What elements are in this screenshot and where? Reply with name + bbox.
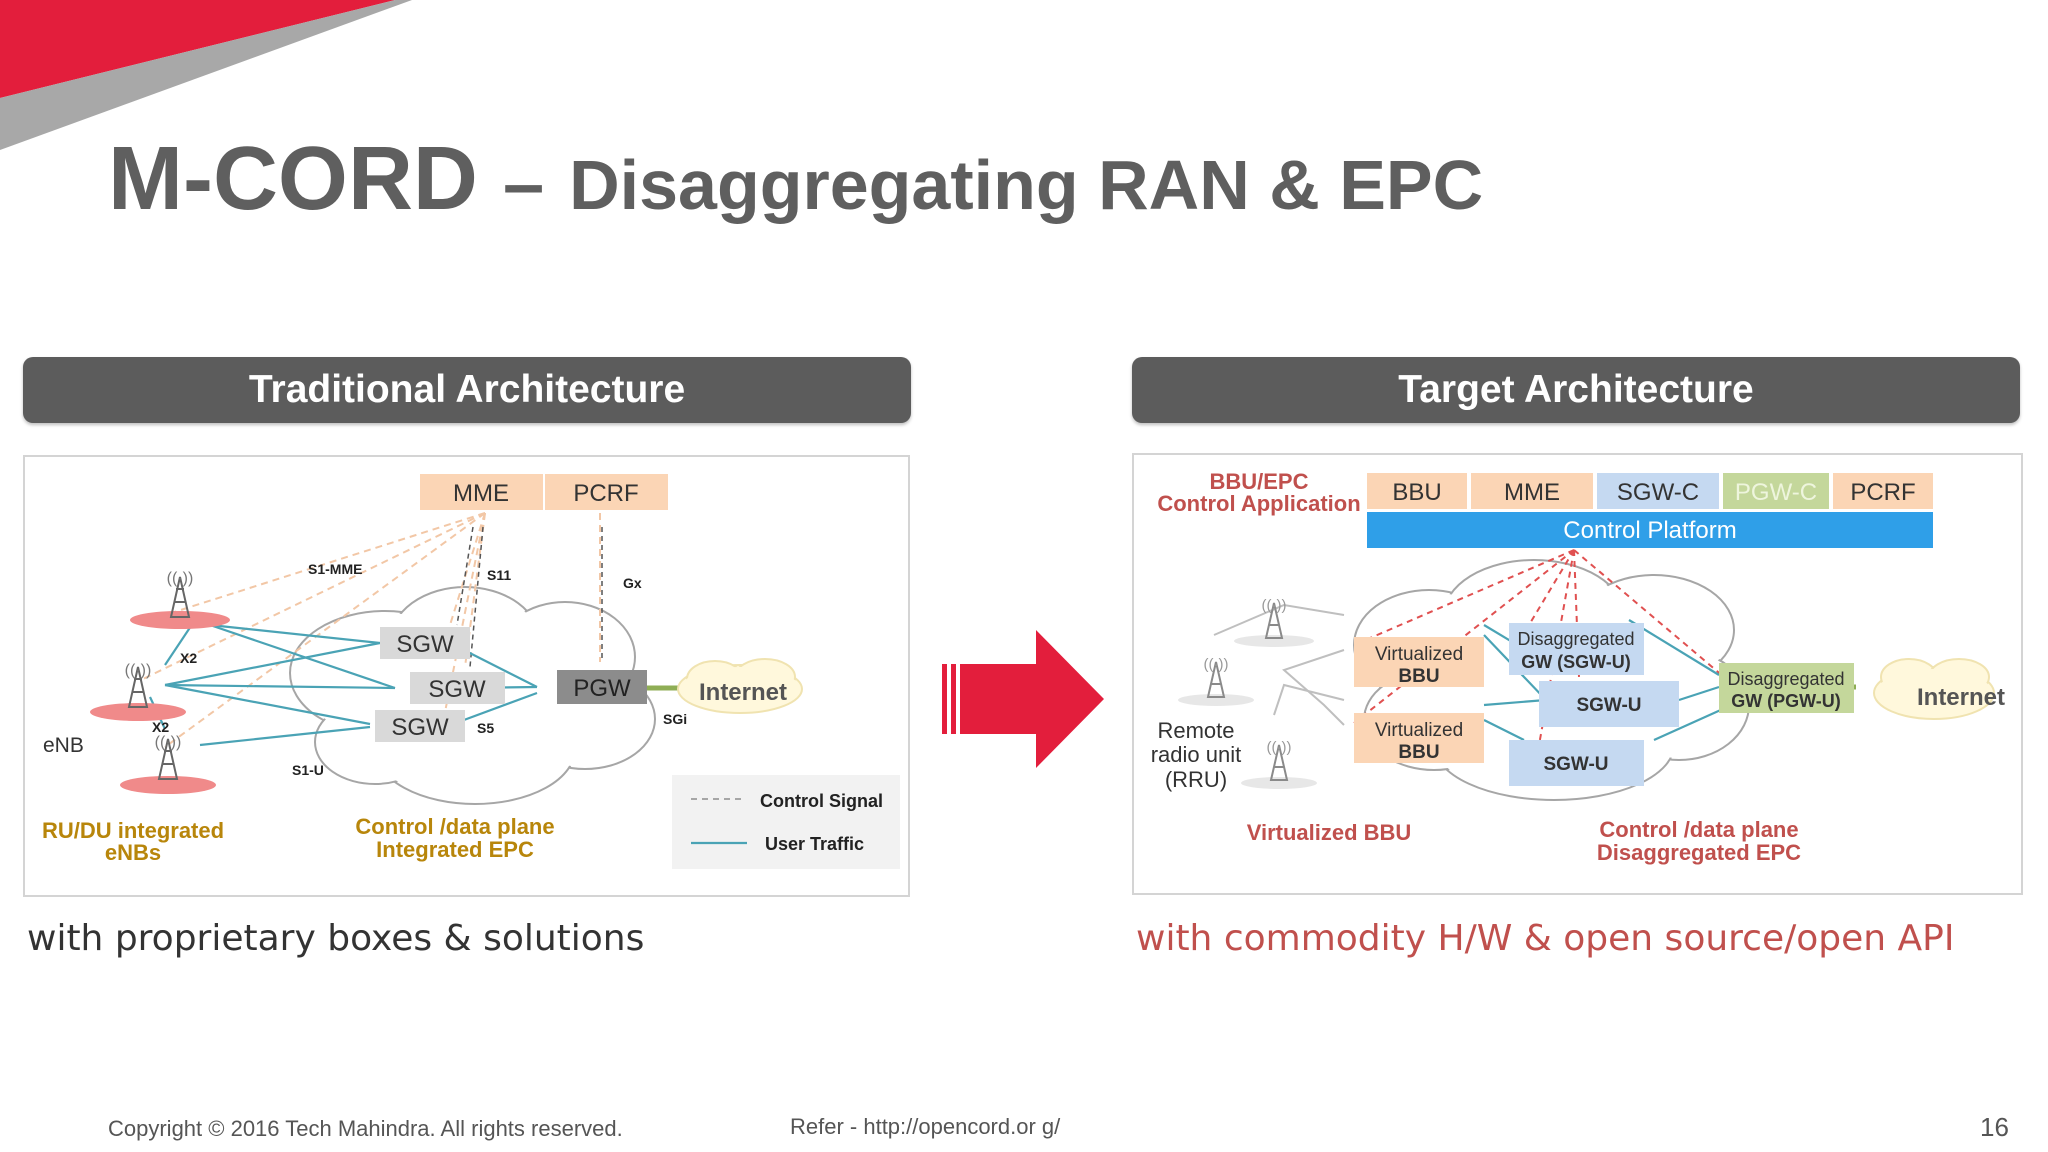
sgw-u-label-1: SGW-U [1576, 695, 1641, 716]
disaggregated-epc-label-1: Control /data plane [1599, 817, 1798, 842]
vbbu-1-line-2: BBU [1398, 666, 1439, 687]
page-title: M-CORD – Disaggregating RAN & EPC [108, 129, 1484, 229]
x2-label-1: X2 [180, 650, 197, 666]
pcrf-app-label: PCRF [1850, 479, 1915, 506]
s11-label: S11 [487, 567, 511, 583]
bbu-epc-app-label-1: BBU/EPC [1209, 469, 1308, 494]
transition-arrow [942, 630, 1104, 768]
gx-label: Gx [623, 575, 642, 591]
pgw-box [557, 670, 647, 704]
svg-text:((·)): ((·)) [167, 570, 194, 587]
target-caption: with commodity H/W & open source/open AP… [1136, 918, 1955, 959]
sgw-c-app-box [1597, 473, 1719, 509]
traditional-caption: with proprietary boxes & solutions [27, 918, 645, 959]
sgw-u-box-1 [1539, 681, 1679, 727]
bbu-app-box [1367, 473, 1467, 509]
enbs-label-2: eNBs [105, 840, 161, 865]
dgw-sgw-line-2: GW (SGW-U) [1521, 652, 1631, 672]
rru-label-2: radio unit [1151, 742, 1242, 767]
virtualized-bbu-box-1 [1354, 637, 1484, 687]
traditional-diagram-svg: MME PCRF SGW SGW SGW PGW Internet S1-MME… [42, 474, 900, 869]
sgi-label: SGi [663, 711, 687, 727]
refer-link[interactable]: Refer - http://opencord.or g/ [790, 1114, 1061, 1139]
enb-tower-3: ((·)) [120, 734, 216, 794]
svg-text:((·)): ((·)) [155, 734, 182, 751]
disaggregated-epc-label-2: Disaggregated EPC [1597, 840, 1801, 865]
rru-tower-3: ((·)) [1241, 739, 1317, 789]
pgw-label: PGW [573, 675, 631, 702]
s5-label: S5 [477, 720, 494, 736]
legend-user-traffic: User Traffic [765, 834, 864, 854]
svg-text:((·)): ((·)) [125, 662, 152, 679]
traditional-architecture-diagram: MME PCRF SGW SGW SGW PGW Internet S1-MME… [23, 455, 910, 897]
svg-text:((·)): ((·)) [1267, 739, 1292, 756]
dgw-pgw-line-1: Disaggregated [1727, 669, 1844, 689]
x2-label-2: X2 [152, 719, 169, 735]
pgw-c-app-box [1723, 473, 1829, 509]
legend: Control Signal User Traffic [672, 775, 900, 869]
dgw-sgw-line-1: Disaggregated [1517, 629, 1634, 649]
target-architecture-header: Target Architecture [1132, 357, 2020, 423]
sgw-u-label-2: SGW-U [1543, 754, 1608, 775]
rru-tower-2: ((·)) [1178, 656, 1254, 706]
virtualized-bbu-label: Virtualized BBU [1247, 820, 1412, 845]
rru-label-3: (RRU) [1165, 767, 1227, 792]
traditional-architecture-header: Traditional Architecture [23, 357, 911, 423]
mme-app-box [1471, 473, 1593, 509]
svg-text:((·)): ((·)) [1262, 597, 1287, 614]
sgw-u-box-2 [1509, 740, 1644, 786]
vbbu-1-line-1: Virtualized [1375, 644, 1463, 665]
sgw-box-3 [375, 710, 465, 742]
s1-u-label: S1-U [292, 762, 324, 778]
page-number: 16 [1980, 1112, 2009, 1142]
pgw-c-app-label: PGW-C [1735, 479, 1817, 506]
enb-label: eNB [43, 734, 84, 757]
pcrf-box [545, 474, 668, 510]
enb-tower-2: ((·)) [90, 662, 186, 721]
legend-control-signal: Control Signal [760, 791, 883, 811]
s1-mme-label: S1-MME [308, 561, 362, 577]
bbu-epc-app-label-2: Control Application [1157, 491, 1360, 516]
rru-tower-1: ((·)) [1234, 597, 1314, 647]
enb-tower-1: ((·)) [130, 570, 230, 629]
target-diagram-svg: BBU/EPC Control Application BBU MME SGW-… [1151, 469, 2005, 865]
sgw-c-app-label: SGW-C [1617, 479, 1699, 506]
mme-app-label: MME [1504, 479, 1560, 506]
sgw-label-2: SGW [428, 676, 486, 703]
pcrf-label: PCRF [573, 480, 638, 507]
enbs-label-1: RU/DU integrated [42, 818, 224, 843]
disaggregated-sgw-box [1509, 623, 1644, 675]
vbbu-2-line-1: Virtualized [1375, 720, 1463, 741]
dgw-pgw-line-2: GW (PGW-U) [1731, 691, 1841, 711]
pcrf-app-box [1833, 473, 1933, 509]
internet-label: Internet [699, 679, 787, 706]
internet-label-right: Internet [1917, 684, 2005, 711]
corner-accent [0, 0, 412, 150]
sgw-label-3: SGW [391, 714, 449, 741]
control-platform-label: Control Platform [1563, 517, 1736, 544]
control-platform-bar [1367, 512, 1933, 548]
target-architecture-diagram: BBU/EPC Control Application BBU MME SGW-… [1132, 453, 2023, 895]
svg-text:((·)): ((·)) [1204, 656, 1229, 673]
disaggregated-pgw-box [1719, 663, 1854, 713]
bbu-app-label: BBU [1392, 479, 1441, 506]
integrated-epc-label-2: Integrated EPC [376, 837, 534, 862]
mme-box [420, 474, 543, 510]
vbbu-2-line-2: BBU [1398, 742, 1439, 763]
virtualized-bbu-box-2 [1354, 713, 1484, 763]
sgw-box-1 [380, 627, 470, 659]
mme-label: MME [453, 480, 509, 507]
sgw-label-1: SGW [396, 631, 454, 658]
integrated-epc-label-1: Control /data plane [355, 814, 554, 839]
rru-label-1: Remote [1157, 718, 1234, 743]
copyright-text: Copyright © 2016 Tech Mahindra. All righ… [108, 1116, 623, 1141]
sgw-box-2 [410, 672, 505, 704]
